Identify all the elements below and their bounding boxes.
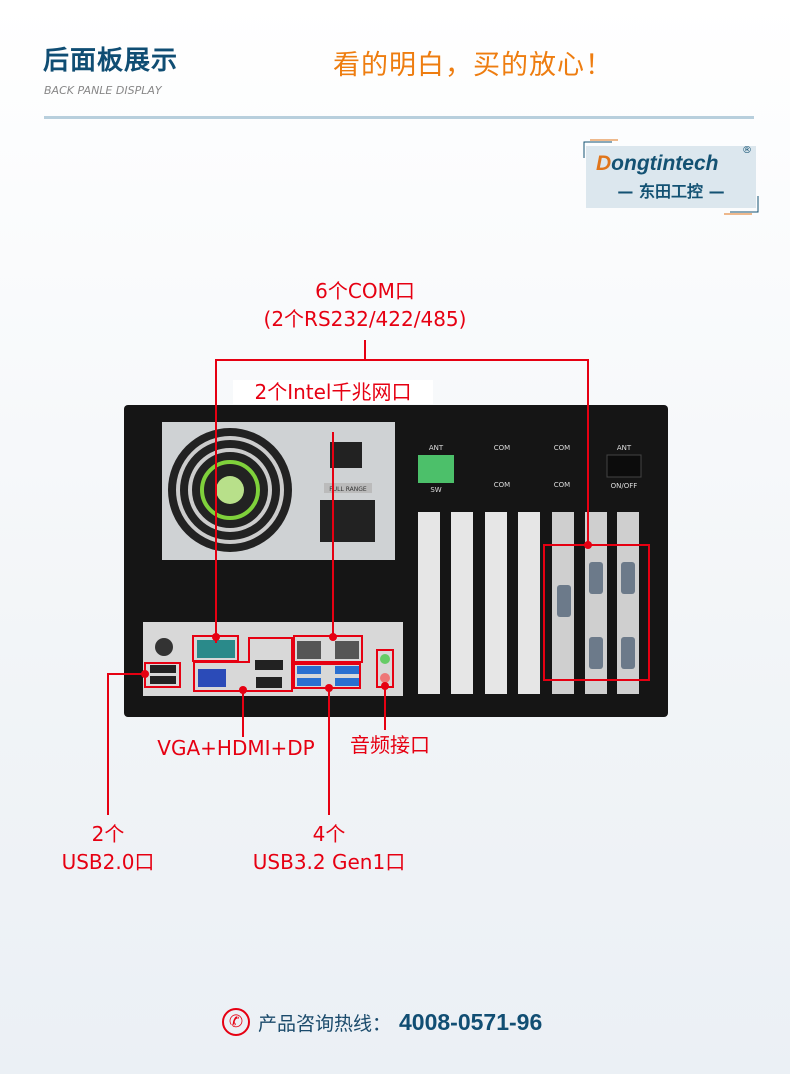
- com-text: COM: [494, 481, 510, 489]
- usb3-ports-label: USB3.2 Gen1口: [252, 850, 406, 874]
- fan-grill-icon: [168, 428, 292, 552]
- usb2-count-label: 2个: [91, 822, 125, 846]
- usb2-port-icon: [150, 665, 176, 673]
- usb3-port-icon: [297, 678, 321, 686]
- logo-corner-frame: [583, 139, 759, 215]
- usb3-port-icon: [335, 678, 359, 686]
- registered-mark: ®: [742, 145, 752, 156]
- video-ports-label: VGA+HDMI+DP: [157, 736, 315, 760]
- usb3-count-label: 4个: [312, 822, 346, 846]
- ant-right-text: ANT: [617, 444, 632, 452]
- annotation-dots: [141, 541, 592, 694]
- power-switch-icon: [330, 442, 362, 468]
- ant-switch-icon: [606, 454, 642, 478]
- expansion-slots: [418, 512, 639, 694]
- lan-port-icon: [297, 641, 321, 659]
- slogan: 看的明白，买的放心！: [333, 50, 613, 81]
- usb3-port-icon: [335, 666, 359, 674]
- usb2-ports-label: USB2.0口: [61, 850, 155, 874]
- audio-mic-icon: [380, 673, 390, 683]
- com1-port-icon: [197, 640, 235, 658]
- com-text: COM: [554, 481, 570, 489]
- audio-line-out-icon: [380, 654, 390, 664]
- db9-com-port-icons: [557, 562, 635, 669]
- vga-port-icon: [198, 669, 226, 687]
- full-range-text: FULL RANGE: [329, 486, 367, 493]
- usb2-port-icon: [150, 676, 176, 684]
- usb3-port-icon: [297, 666, 321, 674]
- hdmi-port-icon: [256, 677, 282, 688]
- ps2-port-icon: [155, 638, 173, 656]
- page-subtitle: BACK PANLE DISPLAY: [44, 84, 162, 97]
- hotline: ✆ 产品咨询热线： 4008-0571-96: [222, 1008, 542, 1036]
- divider: [44, 116, 754, 119]
- lan-port-icon: [335, 641, 359, 659]
- on-off-text: ON/OFF: [611, 482, 638, 490]
- ac-inlet-icon: [320, 500, 375, 542]
- audio-ports-label: 音频接口: [350, 733, 430, 757]
- hotline-number[interactable]: 4008-0571-96: [399, 1008, 543, 1035]
- page-title: 后面板展示: [43, 46, 179, 76]
- ant-left-text: ANT: [429, 444, 444, 452]
- logo-text-en: Dongtintech: [596, 152, 719, 175]
- com-ports-label: 6个COM口: [315, 279, 415, 303]
- annotation-lines: [107, 340, 650, 815]
- com-text: COM: [494, 444, 510, 452]
- phone-icon: ✆: [222, 1008, 250, 1036]
- brand-logo: Dongtintech ® — 东田工控 —: [583, 139, 759, 215]
- com-ports-detail: (2个RS232/422/485): [263, 307, 467, 331]
- hotline-label: 产品咨询热线：: [258, 1012, 392, 1035]
- com-text: COM: [554, 444, 570, 452]
- sw-connector-icon: [418, 455, 454, 483]
- lan-ports-label: 2个Intel千兆网口: [233, 380, 433, 404]
- logo-text-cn: — 东田工控 —: [617, 182, 725, 201]
- sw-text: SW: [430, 486, 441, 494]
- dp-port-icon: [255, 660, 283, 670]
